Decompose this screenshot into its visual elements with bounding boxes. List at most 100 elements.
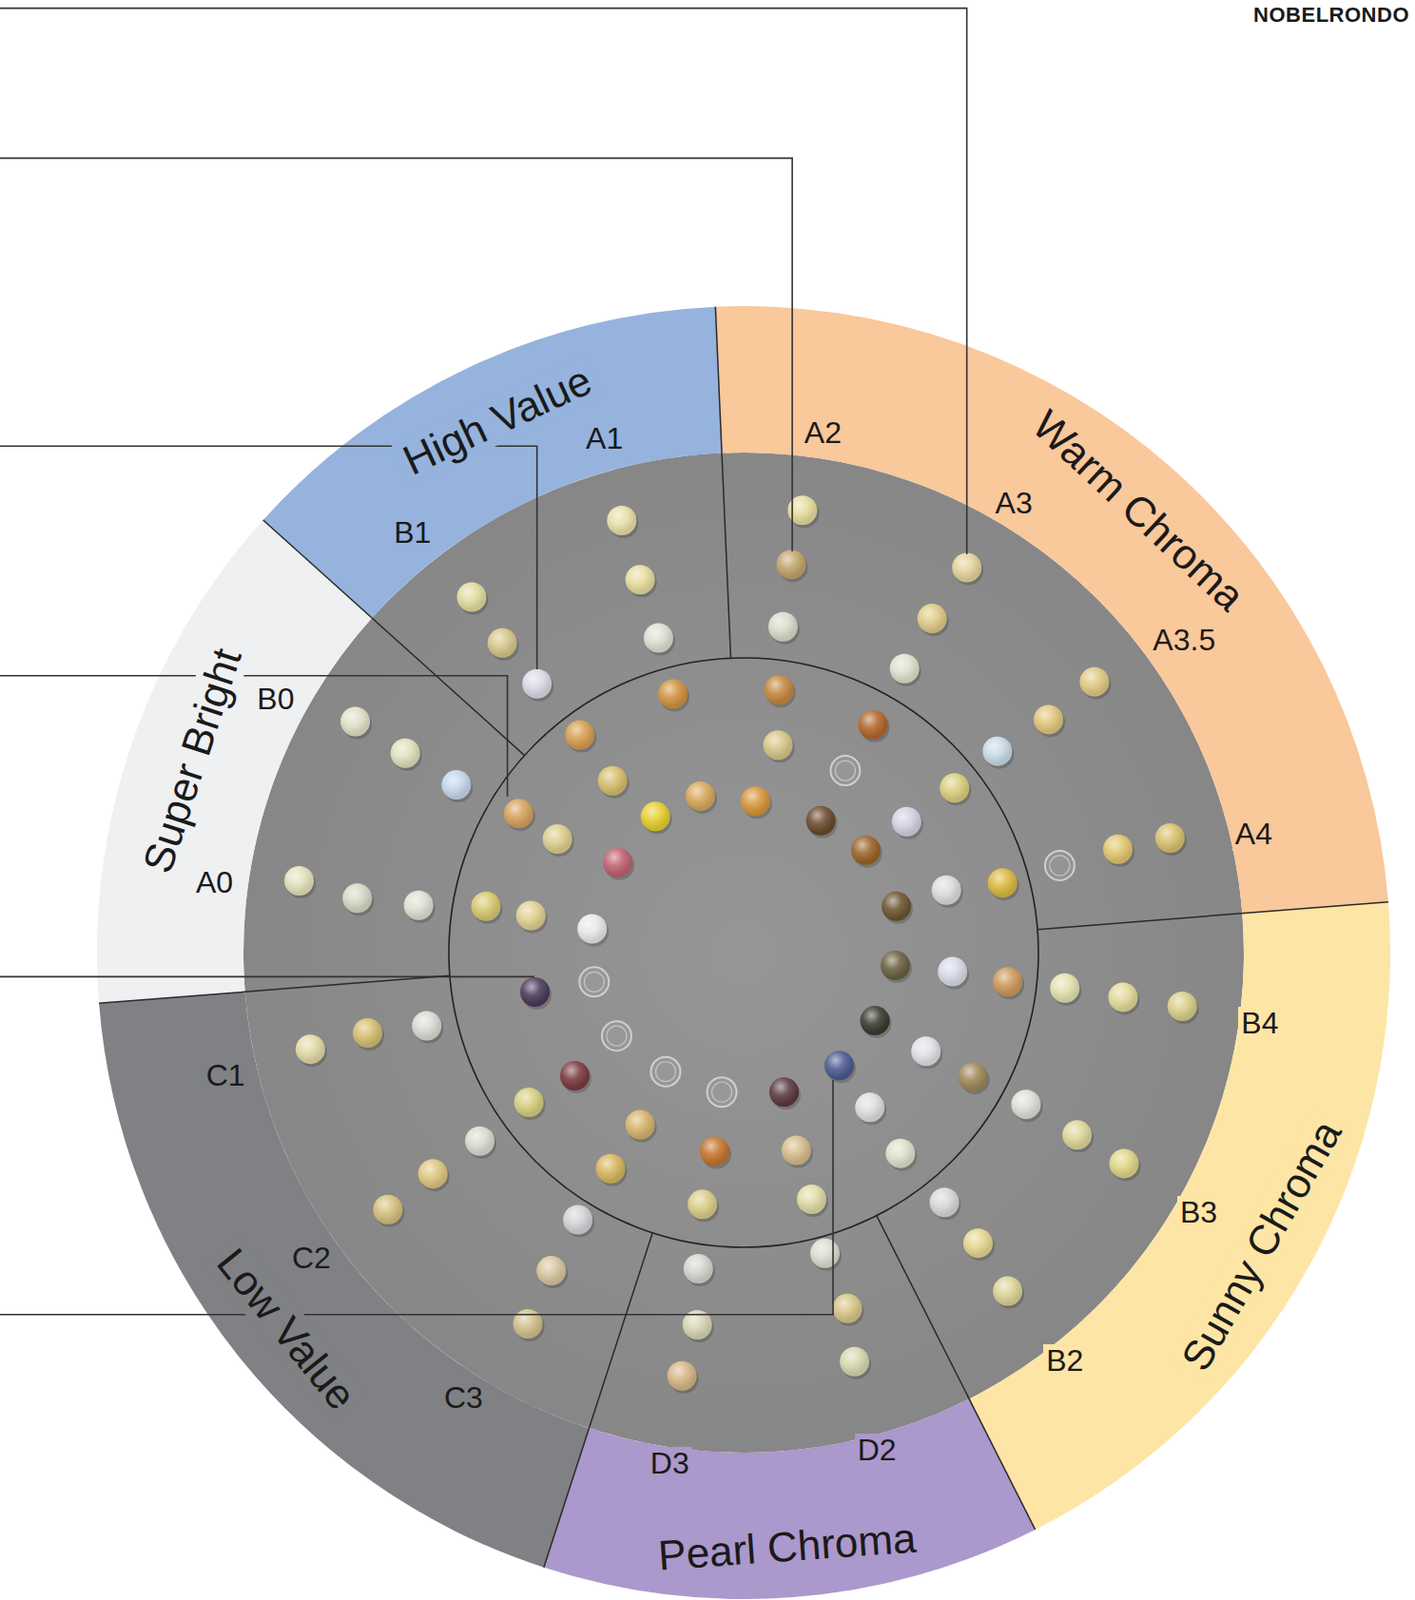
shade-sample [963,1228,993,1259]
band-shape [96,519,373,1005]
shade-code: C2 [289,1241,334,1276]
clear-sample-ring [606,1026,627,1047]
sector-divider [543,1233,653,1569]
shade-code: A3.5 [1149,623,1219,658]
shade-sample [625,564,656,595]
leader-line [0,676,508,797]
shade-code: B3 [1177,1196,1221,1230]
shade-sample [891,807,922,837]
sample-shine [939,773,970,803]
shade-sample [606,505,637,536]
sample-shine [625,564,656,595]
shade-band: High Value [262,306,723,620]
sample-shine [851,835,881,866]
sample-shine [699,1137,730,1167]
sample-shine [284,866,314,896]
shade-sample [937,957,968,988]
sample-shine [796,1184,827,1215]
sample-shine [602,848,633,878]
sample-shine [342,883,372,913]
band-fill [969,902,1391,1531]
sample-shine [937,957,968,988]
shade-sample [596,1154,626,1184]
shade-sample [683,1254,714,1284]
gray-disc [243,452,1244,1454]
sector-dividers [98,307,1389,1569]
sample-shine [1033,704,1064,735]
band-shape [98,991,590,1569]
shade-sample [441,770,471,800]
shade-sample [503,798,534,829]
shade-code: C1 [203,1059,249,1093]
shade-sample [513,1309,543,1339]
sample-shine [1155,823,1185,853]
shade-sample [520,977,550,1008]
shade-code: C3 [441,1381,486,1415]
shade-sample [699,1137,730,1167]
shade-sample [930,1187,960,1218]
leader-line [0,976,535,979]
shade-code: A4 [1232,817,1276,852]
shade-sample [404,891,434,921]
sample-shine [917,603,948,634]
sample-shine [992,967,1023,997]
sample-shine [471,891,502,922]
brand-title: NOBELRONDO [1253,3,1410,27]
shade-code: D2 [854,1434,900,1468]
shade-code: B0 [253,682,297,717]
shade-sample [372,1195,403,1225]
shade-sample [1062,1120,1092,1150]
sample-shine [542,824,573,854]
sample-shine [685,781,716,812]
sample-shine [763,730,794,760]
shade-sample [851,835,881,866]
sample-shine [776,549,807,580]
shade-sample [880,950,911,981]
sample-shine [891,807,922,837]
sample-shine [824,1050,854,1081]
shade-sample [911,1036,941,1067]
sample-shine [643,622,674,653]
shade-sample [881,891,912,922]
shade-sample [769,1077,799,1107]
shade-band: Warm Chroma [715,306,1389,914]
sample-shine [606,505,637,536]
band-shape [715,306,1389,914]
sample-shine [781,1135,812,1165]
shade-sample [982,736,1012,767]
sample-shine [295,1034,326,1065]
sample-shine [340,707,370,737]
shade-sample [1155,823,1185,853]
shade-sample [740,786,771,816]
sample-shine [988,868,1018,898]
shade-samples [284,495,1200,1394]
clear-sample [579,967,609,997]
shade-code: B1 [390,516,434,550]
shade-sample [562,1204,593,1235]
sample-shine [911,1036,941,1067]
sample-shine [598,766,628,796]
sample-shine [465,1126,495,1157]
sample-shine [854,1092,885,1123]
shade-sample [1010,1089,1041,1120]
shade-sample [340,707,370,737]
shade-sample [958,1062,989,1092]
shade-code: B2 [1043,1344,1086,1378]
shade-sample [643,622,674,653]
sector-divider [715,307,731,660]
shade-sample [857,710,888,740]
shade-sample [796,1184,827,1215]
shade-sample [687,1189,718,1220]
sample-shine [1062,1120,1092,1150]
shade-sample [951,552,982,582]
sector-divider [876,1216,1036,1531]
sample-shine [958,1062,989,1092]
shade-sample [764,675,795,705]
shade-sample [806,806,836,836]
sample-shine [740,786,771,816]
sample-shine [1010,1089,1041,1120]
clear-sample [601,1021,632,1051]
sample-shine [513,1309,543,1339]
shade-sample [988,868,1018,898]
sample-shine [857,710,888,740]
